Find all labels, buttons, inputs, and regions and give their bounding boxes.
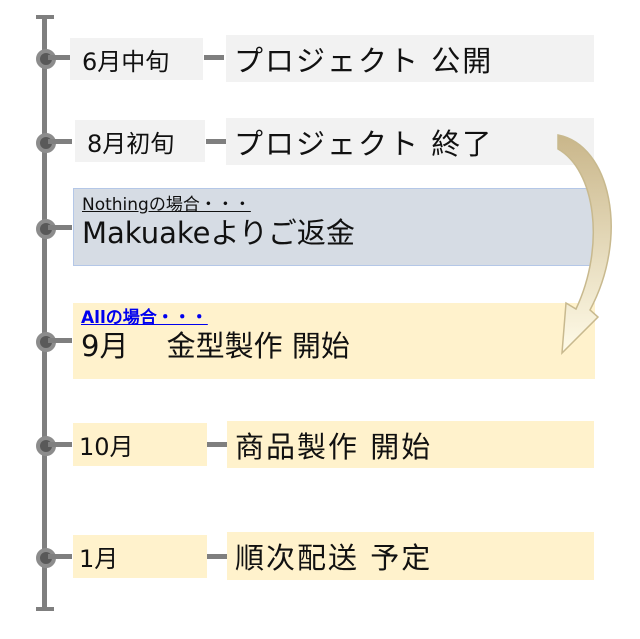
event-box: 商品製作 開始	[227, 421, 594, 468]
node-connector	[48, 338, 72, 343]
node-connector	[48, 139, 72, 144]
node-connector	[48, 55, 72, 60]
timeline-axis	[42, 17, 47, 611]
timeline-bottom-cap	[36, 607, 54, 611]
node-connector	[48, 442, 72, 447]
date-label: 6月中旬	[70, 38, 203, 80]
date-connector	[207, 442, 227, 447]
node-connector	[48, 225, 72, 230]
nothing-case-box: Nothingの場合・・・ Makuakeよりご返金	[73, 188, 595, 266]
date-connector	[206, 139, 226, 144]
date-label: 10月	[73, 423, 207, 466]
event-box: 順次配送 予定	[227, 532, 594, 580]
node-connector	[48, 554, 72, 559]
all-case-link[interactable]: Allの場合・・・	[81, 308, 208, 328]
date-connector	[204, 55, 224, 60]
date-label: 1月	[73, 535, 207, 578]
date-label: 8月初旬	[75, 120, 205, 162]
timeline-top-cap	[36, 15, 54, 19]
curved-arrow-icon	[557, 134, 612, 355]
mold-start-text: 9月 金型製作 開始	[81, 329, 350, 363]
nothing-case-label: Nothingの場合・・・	[82, 195, 251, 215]
refund-text: Makuakeよりご返金	[82, 216, 355, 250]
event-box: プロジェクト 公開	[226, 35, 594, 82]
event-box: プロジェクト 終了	[226, 118, 594, 165]
date-connector	[207, 554, 227, 559]
all-case-box: Allの場合・・・ 9月 金型製作 開始	[73, 303, 595, 379]
